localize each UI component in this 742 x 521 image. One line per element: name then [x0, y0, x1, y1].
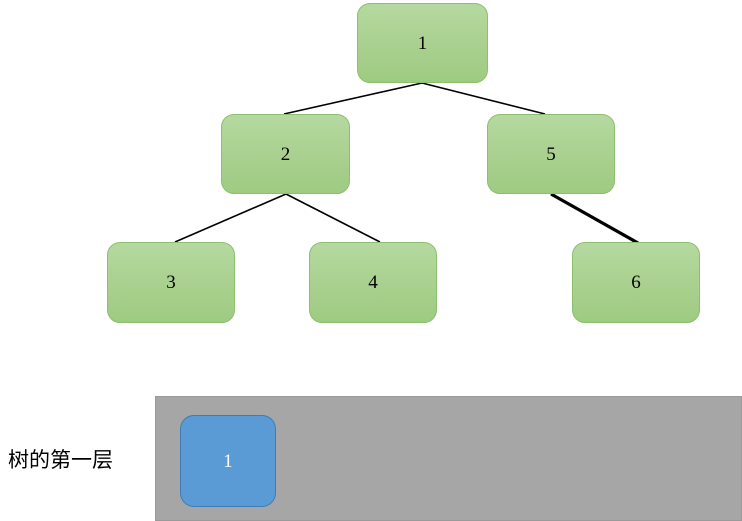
tree-node-5[interactable]: 5 [487, 114, 615, 194]
level-node-label: 1 [223, 450, 233, 472]
tree-edge-2-4 [285, 193, 381, 243]
tree-node-label: 6 [631, 272, 641, 293]
tree-edge-2-3 [174, 193, 287, 243]
tree-node-2[interactable]: 2 [221, 114, 350, 194]
level-label: 树的第一层 [8, 448, 113, 472]
tree-edge-1-5 [421, 82, 546, 115]
tree-node-label: 1 [417, 32, 428, 54]
tree-node-label: 4 [368, 272, 378, 293]
tree-node-3[interactable]: 3 [107, 242, 235, 323]
tree-node-label: 5 [546, 143, 556, 165]
tree-node-6[interactable]: 6 [572, 242, 700, 323]
tree-node-1[interactable]: 1 [357, 3, 488, 83]
tree-edge-5-6 [550, 192, 639, 245]
level-node-1[interactable]: 1 [180, 415, 276, 507]
tree-edges-layer [174, 82, 639, 245]
tree-node-4[interactable]: 4 [309, 242, 437, 323]
tree-node-label: 3 [166, 272, 176, 293]
tree-edge-1-2 [283, 82, 423, 115]
tree-node-label: 2 [280, 143, 291, 165]
